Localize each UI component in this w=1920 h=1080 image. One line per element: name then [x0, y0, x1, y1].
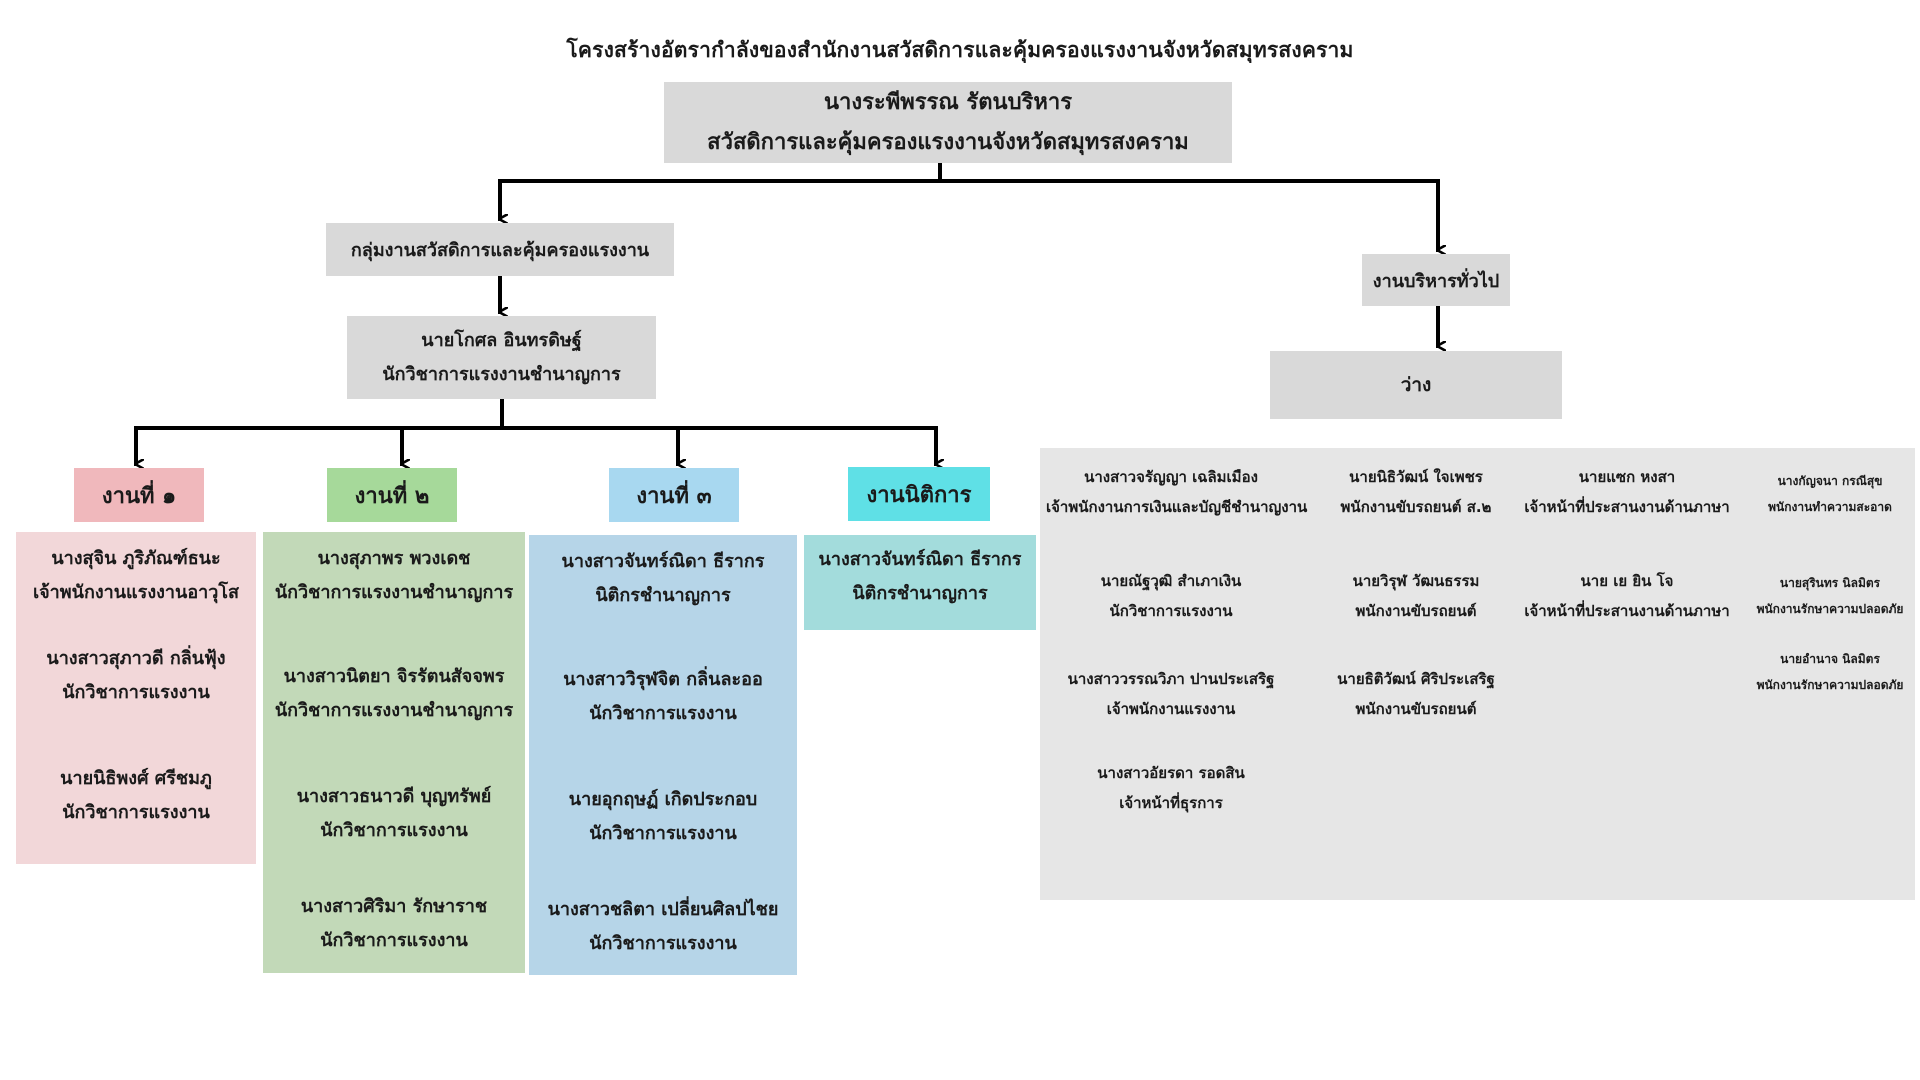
unit-2-panel: นางสุภาพร พวงเดช นักวิชาการแรงงานชำนาญกา…	[263, 532, 525, 973]
unit-3-member: นางสาววิรุฬจิต กลิ่นละออ นักวิชาการแรงงา…	[529, 663, 797, 731]
head-position: สวัสดิการและคุ้มครองแรงงานจังหวัดสมุทรสง…	[707, 129, 1189, 155]
unit-legal-member: นางสาวจันทร์ณิดา ธีรากร นิติกรชำนาญการ	[804, 543, 1036, 611]
staff-name: นางกัญจนา กรณีสุข	[1777, 474, 1883, 488]
staff-name: นายธิติวัฒน์ ศิริประเสริฐ	[1337, 670, 1495, 688]
unit-3-panel: นางสาวจันทร์ณิดา ธีรากร นิติกรชำนาญการ น…	[529, 535, 797, 975]
staff-member: นางกัญจนา กรณีสุข พนักงานทำความสะอาด	[1748, 468, 1912, 520]
staff-position: พนักงานขับรถยนต์	[1355, 700, 1477, 718]
staff-position: พนักงานทำความสะอาด	[1768, 500, 1892, 514]
member-name: นางสาวสุภาวดี กลิ่นฟุ้ง	[46, 648, 226, 669]
staff-member: นางสาวจรัญญา เฉลิมเมือง เจ้าพนักงานการเง…	[1046, 462, 1308, 522]
staff-position: เจ้าพนักงานการเงินและบัญชีชำนาญงาน	[1046, 498, 1308, 516]
member-name: นางสาวศิริมา รักษาราช	[300, 896, 488, 917]
unit-3-tag: งานที่ ๓	[609, 468, 739, 522]
unit-2-member: นางสุภาพร พวงเดช นักวิชาการแรงงานชำนาญกา…	[263, 542, 525, 610]
staff-position: เจ้าหน้าที่ประสานงานด้านภาษา	[1524, 602, 1730, 620]
unit-1-tag: งานที่ ๑	[74, 468, 204, 522]
admin-vacant-box: ว่าง	[1270, 351, 1562, 419]
unit-2-tag: งานที่ ๒	[327, 468, 457, 522]
head-box: นางระพีพรรณ รัตนบริหาร สวัสดิการและคุ้มค…	[664, 82, 1232, 163]
leader-name: นายโกศล อินทรดิษฐ์	[421, 329, 582, 351]
staff-position: นักวิชาการแรงงาน	[1109, 602, 1233, 620]
unit-3-member: นางสาวจันทร์ณิดา ธีรากร นิติกรชำนาญการ	[529, 545, 797, 613]
staff-name: นายนิธิวัฒน์ ใจเพชร	[1349, 468, 1483, 486]
unit-2-member: นางสาวศิริมา รักษาราช นักวิชาการแรงงาน	[263, 890, 525, 958]
general-staff-panel: นางสาวจรัญญา เฉลิมเมือง เจ้าพนักงานการเง…	[1040, 448, 1915, 900]
staff-position: เจ้าหน้าที่ธุรการ	[1119, 794, 1223, 812]
staff-position: พนักงานรักษาความปลอดภัย	[1756, 678, 1904, 692]
unit-legal-tag: งานนิติการ	[848, 467, 990, 521]
staff-member: นายธิติวัฒน์ ศิริประเสริฐ พนักงานขับรถยน…	[1336, 664, 1496, 724]
unit-3-member: นายอุกฤษฏ์ เกิดประกอบ นักวิชาการแรงงาน	[529, 783, 797, 851]
admin-box: งานบริหารทั่วไป	[1362, 254, 1510, 306]
staff-column-4: นางกัญจนา กรณีสุข พนักงานทำความสะอาด นาย…	[1748, 468, 1912, 698]
member-name: นางสุภาพร พวงเดช	[317, 548, 471, 569]
staff-position: เจ้าพนักงานแรงงาน	[1106, 700, 1236, 718]
chart-title: โครงสร้างอัตรากำลังของสำนักงานสวัสดิการแ…	[566, 38, 1354, 62]
staff-member: นาย เย ยิน โจ เจ้าหน้าที่ประสานงานด้านภา…	[1518, 566, 1736, 626]
unit-1-panel: นางสุจิน ภูริภัณฑ์ธนะ เจ้าพนักงานแรงงานอ…	[16, 532, 256, 864]
staff-position: พนักงานขับรถยนต์ ส.๒	[1340, 498, 1492, 516]
staff-column-3: นายแซก หงสา เจ้าหน้าที่ประสานงานด้านภาษา…	[1518, 462, 1736, 626]
unit-2-member: นางสาวนิตยา จิรรัตนสัจจพร นักวิชาการแรงง…	[263, 660, 525, 728]
staff-name: นางสาวอัยรดา รอดสิน	[1097, 764, 1245, 782]
staff-position: พนักงานรักษาความปลอดภัย	[1756, 602, 1904, 616]
staff-name: นายแซก หงสา	[1578, 468, 1676, 486]
welfare-group-box: กลุ่มงานสวัสดิการและคุ้มครองแรงงาน	[326, 223, 674, 276]
staff-name: นายวิรุฬ วัฒนธรรม	[1352, 572, 1480, 590]
unit-2-member: นางสาวธนาวดี บุญทรัพย์ นักวิชาการแรงงาน	[263, 780, 525, 848]
member-position: นักวิชาการแรงงาน	[320, 930, 468, 951]
unit-1-member: นางสาวสุภาวดี กลิ่นฟุ้ง นักวิชาการแรงงาน	[16, 642, 256, 710]
staff-name: นางสาวจรัญญา เฉลิมเมือง	[1084, 468, 1258, 486]
staff-member: นายนิธิวัฒน์ ใจเพชร พนักงานขับรถยนต์ ส.๒	[1336, 462, 1496, 522]
member-name: นางสาวธนาวดี บุญทรัพย์	[296, 786, 492, 807]
member-position: นักวิชาการแรงงาน	[320, 820, 468, 841]
member-position: เจ้าพนักงานแรงงานอาวุโส	[32, 582, 239, 603]
member-position: นิติกรชำนาญการ	[852, 583, 988, 604]
member-name: นายนิธิพงศ์ ศรีชมภู	[60, 768, 212, 789]
member-name: นางสุจิน ภูริภัณฑ์ธนะ	[51, 548, 221, 569]
staff-member: นางสาวอัยรดา รอดสิน เจ้าหน้าที่ธุรการ	[1046, 758, 1296, 818]
staff-name: นางสาววรรณวิภา ปานประเสริฐ	[1067, 670, 1275, 688]
staff-member: นางสาววรรณวิภา ปานประเสริฐ เจ้าพนักงานแร…	[1046, 664, 1296, 724]
member-position: นักวิชาการแรงงาน	[589, 823, 737, 844]
member-name: นางสาวชลิตา เปลี่ยนศิลปไชย	[547, 899, 779, 920]
unit-legal-panel: นางสาวจันทร์ณิดา ธีรากร นิติกรชำนาญการ	[804, 535, 1036, 630]
member-position: นักวิชาการแรงงานชำนาญการ	[274, 700, 514, 721]
staff-column-1: นางสาวจรัญญา เฉลิมเมือง เจ้าพนักงานการเง…	[1046, 462, 1308, 818]
member-position: นิติกรชำนาญการ	[595, 585, 731, 606]
staff-member: นายอำนาจ นิลมิตร พนักงานรักษาความปลอดภัย	[1748, 646, 1912, 698]
member-position: นักวิชาการแรงงานชำนาญการ	[274, 582, 514, 603]
staff-position: เจ้าหน้าที่ประสานงานด้านภาษา	[1524, 498, 1730, 516]
member-position: นักวิชาการแรงงาน	[62, 682, 210, 703]
staff-name: นาย เย ยิน โจ	[1580, 572, 1674, 590]
member-name: นางสาววิรุฬจิต กลิ่นละออ	[563, 669, 763, 690]
unit-1-member: นางสุจิน ภูริภัณฑ์ธนะ เจ้าพนักงานแรงงานอ…	[16, 542, 256, 610]
staff-member: นายณัฐวุฒิ สำเภาเงิน นักวิชาการแรงงาน	[1046, 566, 1296, 626]
unit-1-member: นายนิธิพงศ์ ศรีชมภู นักวิชาการแรงงาน	[16, 762, 256, 830]
welfare-leader-box: นายโกศล อินทรดิษฐ์ นักวิชาการแรงงานชำนาญ…	[347, 316, 656, 399]
staff-name: นายณัฐวุฒิ สำเภาเงิน	[1100, 572, 1242, 590]
member-name: นางสาวนิตยา จิรรัตนสัจจพร	[283, 666, 505, 687]
staff-member: นายสุรินทร นิลมิตร พนักงานรักษาความปลอดภ…	[1748, 570, 1912, 622]
staff-name: นายสุรินทร นิลมิตร	[1779, 576, 1881, 590]
member-position: นักวิชาการแรงงาน	[62, 802, 210, 823]
staff-column-2: นายนิธิวัฒน์ ใจเพชร พนักงานขับรถยนต์ ส.๒…	[1336, 462, 1496, 724]
member-position: นักวิชาการแรงงาน	[589, 703, 737, 724]
member-position: นักวิชาการแรงงาน	[589, 933, 737, 954]
head-name: นางระพีพรรณ รัตนบริหาร	[823, 89, 1073, 115]
member-name: นายอุกฤษฏ์ เกิดประกอบ	[568, 789, 758, 810]
member-name: นางสาวจันทร์ณิดา ธีรากร	[818, 549, 1022, 570]
member-name: นางสาวจันทร์ณิดา ธีรากร	[561, 551, 765, 572]
staff-member: นายแซก หงสา เจ้าหน้าที่ประสานงานด้านภาษา	[1518, 462, 1736, 522]
staff-member: นายวิรุฬ วัฒนธรรม พนักงานขับรถยนต์	[1336, 566, 1496, 626]
staff-position: พนักงานขับรถยนต์	[1355, 602, 1477, 620]
unit-3-member: นางสาวชลิตา เปลี่ยนศิลปไชย นักวิชาการแรง…	[529, 893, 797, 961]
leader-position: นักวิชาการแรงงานชำนาญการ	[382, 363, 621, 385]
staff-name: นายอำนาจ นิลมิตร	[1780, 652, 1880, 666]
